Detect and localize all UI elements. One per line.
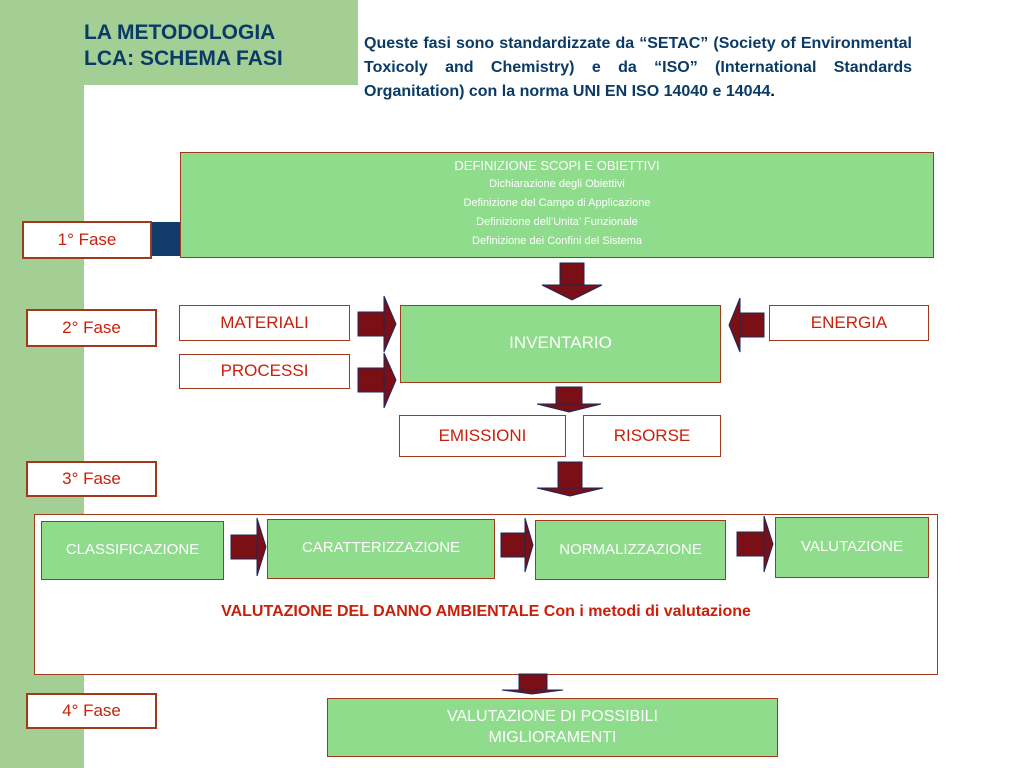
arrow-down-1: [541, 262, 603, 301]
definizione-line-1: Dichiarazione degli Obiettivi: [489, 178, 625, 190]
fase-1-label: 1° Fase: [22, 221, 152, 259]
arrow-step-1: [230, 517, 267, 577]
definizione-title: DEFINIZIONE SCOPI E OBIETTIVI: [454, 158, 660, 173]
fase-2-label: 2° Fase: [26, 309, 157, 347]
definizione-line-3: Definizione dell’Unita’ Funzionale: [476, 216, 638, 228]
title-band: [84, 0, 358, 85]
arrow-step-2: [500, 517, 534, 573]
arrow-materiali-right: [357, 295, 397, 353]
danno-ambientale-text: VALUTAZIONE DEL DANNO AMBIENTALE Con i m…: [221, 603, 751, 620]
arrow-energia-left: [728, 297, 765, 353]
materiali-box: MATERIALI: [179, 305, 350, 341]
inventario-box: INVENTARIO: [400, 305, 721, 383]
normalizzazione-box: NORMALIZZAZIONE: [535, 520, 726, 580]
classificazione-box: CLASSIFICAZIONE: [41, 521, 224, 580]
arrow-step-3: [736, 515, 774, 573]
miglioramenti-line-2: MIGLIORAMENTI: [488, 729, 617, 746]
arrow-down-3: [536, 461, 604, 497]
page-title: LA METODOLOGIA LCA: SCHEMA FASI: [84, 20, 354, 72]
valutazione-box: VALUTAZIONE: [775, 517, 929, 578]
fase-3-label: 3° Fase: [26, 461, 157, 497]
caratterizzazione-box: CARATTERIZZAZIONE: [267, 519, 495, 579]
arrow-down-2: [536, 386, 602, 413]
fase-1-connector: [152, 222, 182, 256]
intro-text: Queste fasi sono standardizzate da “SETA…: [364, 35, 912, 100]
processi-box: PROCESSI: [179, 354, 350, 389]
miglioramenti-box: VALUTAZIONE DI POSSIBILI MIGLIORAMENTI: [327, 698, 778, 757]
miglioramenti-line-1: VALUTAZIONE DI POSSIBILI: [446, 708, 658, 725]
energia-box: ENERGIA: [769, 305, 929, 341]
emissioni-box: EMISSIONI: [399, 415, 566, 457]
risorse-box: RISORSE: [583, 415, 721, 457]
page-title-line-2: LCA: SCHEMA FASI: [84, 47, 283, 70]
definizione-box: DEFINIZIONE SCOPI E OBIETTIVI Dichiarazi…: [180, 152, 934, 258]
intro-paragraph: Queste fasi sono standardizzate da “SETA…: [364, 32, 912, 104]
definizione-line-2: Definizione del Campo di Applicazione: [463, 197, 651, 209]
arrow-processi-right: [357, 352, 397, 409]
intro-end: .: [770, 83, 775, 100]
page-title-line-1: LA METODOLOGIA: [84, 21, 276, 44]
fase-4-label: 4° Fase: [26, 693, 157, 729]
arrow-down-4: [501, 673, 564, 695]
definizione-line-4: Definizione dei Confini del Sistema: [472, 235, 642, 247]
